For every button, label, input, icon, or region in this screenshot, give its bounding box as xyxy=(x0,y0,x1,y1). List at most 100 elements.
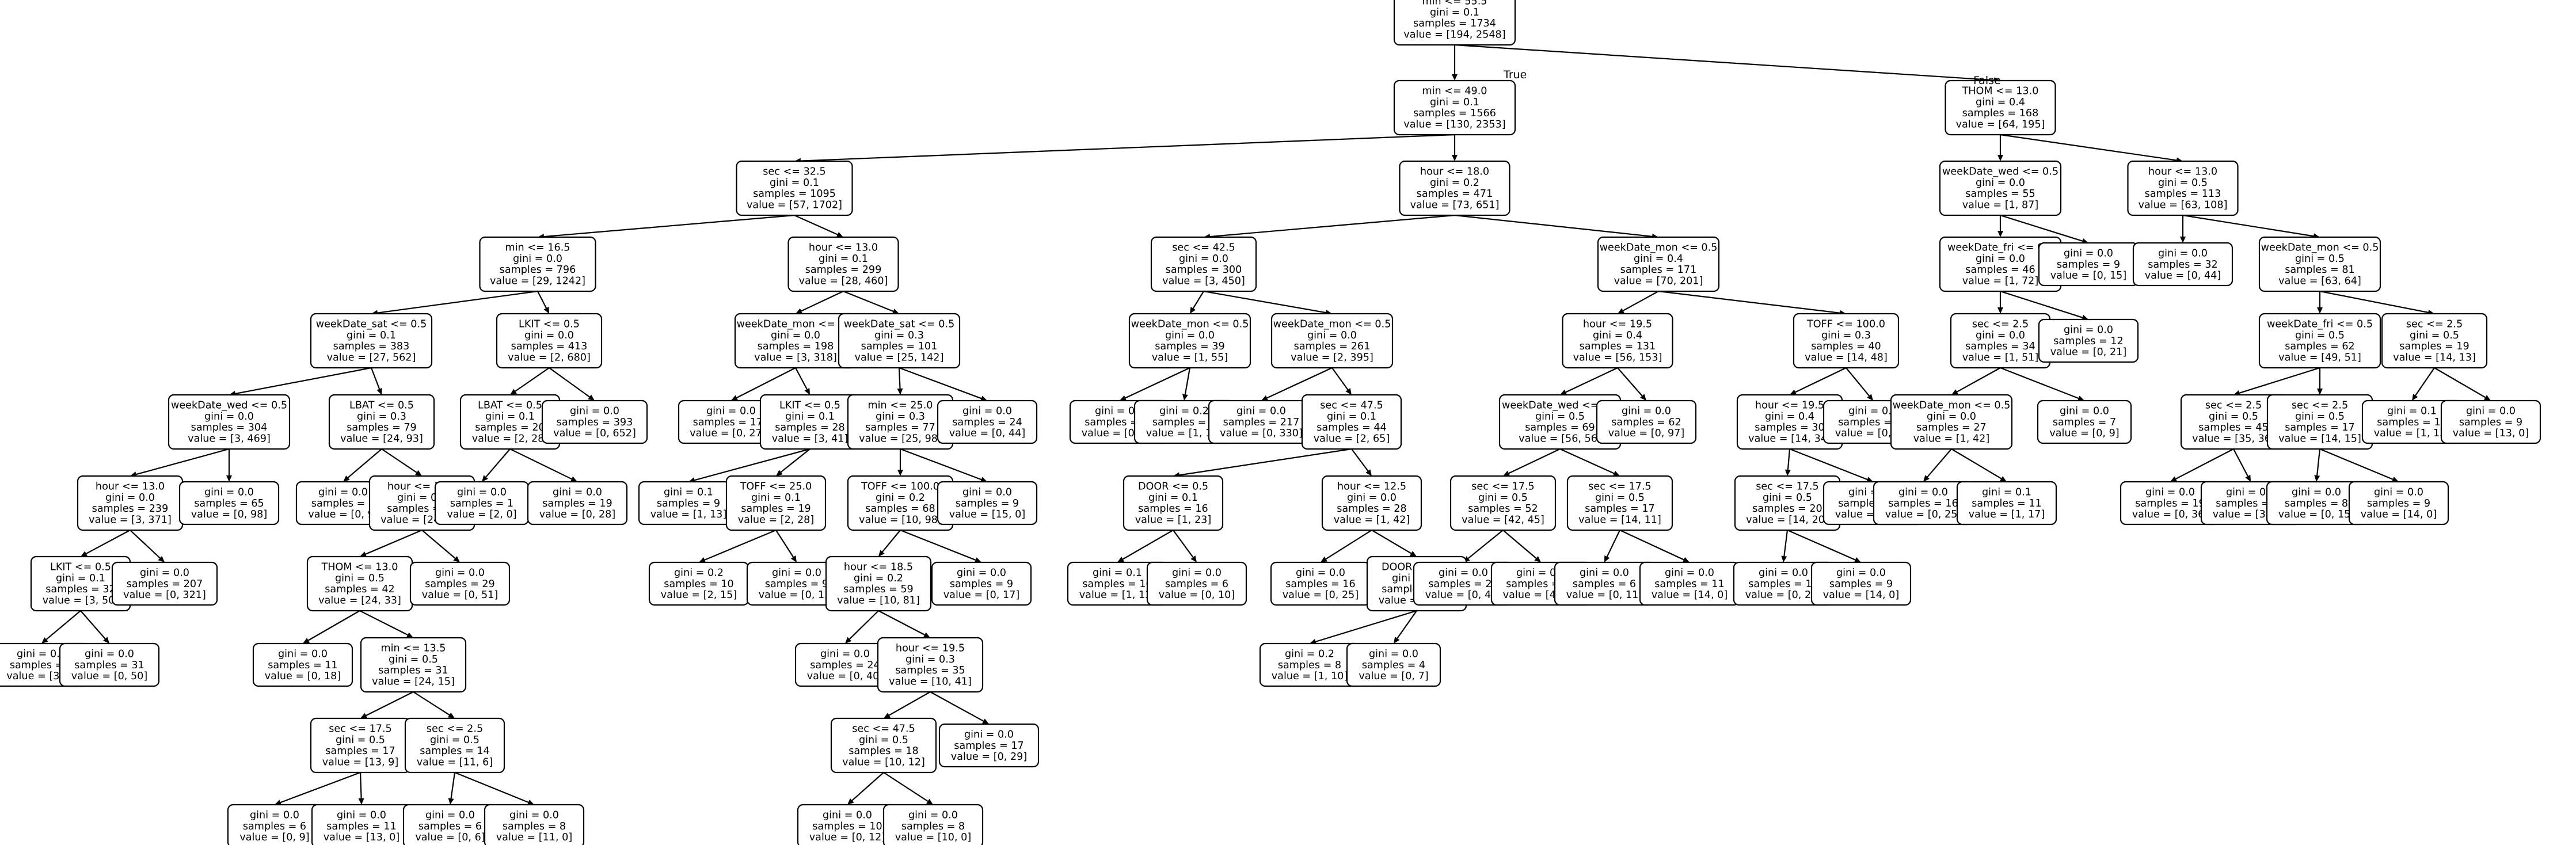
node-text-line: value = [63, 108] xyxy=(2139,200,2228,211)
node-text-line: value = [73, 651] xyxy=(1410,200,1500,211)
node-text-line: value = [0, 10] xyxy=(1159,589,1235,601)
arrowhead-icon xyxy=(226,475,232,482)
edge-line xyxy=(898,367,901,389)
tree-edge xyxy=(1997,215,2003,237)
edge-line xyxy=(2000,290,2083,318)
tree-edge xyxy=(1787,529,1861,563)
tree-edge xyxy=(1604,530,1620,562)
tree-edge xyxy=(1331,367,1352,395)
node-text-line: samples = 1095 xyxy=(753,188,836,200)
arrowhead-icon xyxy=(1503,470,1510,476)
arrowhead-icon xyxy=(510,389,517,395)
node-text-line: gini = 0.0 xyxy=(509,809,559,821)
edge-line xyxy=(86,530,131,554)
edge-line xyxy=(2000,367,2079,399)
node-text-line: value = [0, 25] xyxy=(1885,509,1961,520)
node-text-line: value = [1, 72] xyxy=(1962,276,2038,287)
arrowhead-icon xyxy=(1997,307,2003,314)
node-text-line: gini = 0.0 xyxy=(85,648,134,660)
node-text-line: samples = 14 xyxy=(420,745,489,757)
node-text-line: samples = 24 xyxy=(952,417,1022,428)
node-text-line: samples = 207 xyxy=(127,578,203,590)
node-text-line: value = [3, 50] xyxy=(43,595,119,607)
tree-edge xyxy=(878,530,901,557)
edge-line xyxy=(1173,530,1194,558)
edge-line xyxy=(1454,214,1653,237)
arrowhead-icon xyxy=(926,798,933,805)
node-text-line: weekDate_fri <= 0.5 xyxy=(1947,242,2053,253)
node-text-line: gini = 0.1 xyxy=(1982,486,2031,498)
edge-line xyxy=(1789,448,1868,480)
edge-line xyxy=(1619,530,1684,561)
arrowhead-icon xyxy=(1190,555,1197,562)
arrowhead-icon xyxy=(1452,74,1458,81)
node-text-line: samples = 300 xyxy=(1166,264,1242,276)
node-text-line: sec <= 2.5 xyxy=(2406,318,2463,330)
edge-line xyxy=(130,530,161,559)
node-text-line: samples = 17 xyxy=(325,745,395,757)
node-text-line: sec <= 47.5 xyxy=(852,723,915,734)
arrowhead-icon xyxy=(415,470,422,476)
node-text-line: value = [1, 10] xyxy=(1272,671,1348,682)
arrowhead-icon xyxy=(527,800,534,805)
arrowhead-icon xyxy=(406,632,413,638)
node-text-line: value = [28, 460] xyxy=(799,276,888,287)
node-text-line: weekDate_mon <= 0.5 xyxy=(2261,242,2379,253)
node-text-line: samples = 68 xyxy=(865,503,935,515)
node-text-line: gini = 0.0 xyxy=(1580,567,1629,578)
arrowhead-icon xyxy=(847,798,854,805)
tree-edge-labels: True False xyxy=(1503,68,2001,87)
node-text-line: hour <= 13.0 xyxy=(2148,166,2217,177)
node-text-line: samples = 24 xyxy=(810,660,880,671)
node-box xyxy=(1939,160,2062,216)
node-text-line: value = [29, 1242] xyxy=(490,276,585,287)
node-text-line: samples = 9 xyxy=(657,498,720,509)
tree-edge xyxy=(1784,448,1791,476)
node-text-line: LKIT <= 0.5 xyxy=(50,561,111,573)
arrowhead-icon xyxy=(2245,474,2251,482)
edge-line xyxy=(1315,610,1417,642)
node-text-line: gini = 0.0 xyxy=(964,729,1014,740)
node-text-line: gini = 0.2 xyxy=(674,567,724,578)
node-box xyxy=(1301,394,1402,450)
node-text-line: value = [0, 40] xyxy=(807,671,883,682)
node-text-line: value = [1, 87] xyxy=(1962,200,2038,211)
arrowhead-icon xyxy=(1639,394,1646,401)
node-text-line: gini = 0.1 xyxy=(1148,492,1198,504)
edge-line xyxy=(80,610,106,640)
tree-edge xyxy=(343,448,382,482)
edge-line xyxy=(1623,291,1659,311)
tree-edge xyxy=(2000,134,2183,163)
node-text-line: samples = 11 xyxy=(268,660,337,671)
arrowhead-icon xyxy=(448,798,454,805)
node-box xyxy=(111,561,218,606)
edge-line xyxy=(515,367,550,392)
node-text-line: value = [0, 321] xyxy=(123,589,206,601)
node-text-line: weekDate_sat <= 0.5 xyxy=(844,318,955,330)
node-text-line: samples = 55 xyxy=(1965,188,2035,200)
node-text-line: sec <= 17.5 xyxy=(1471,481,1535,492)
edge-line xyxy=(795,367,808,390)
tree-edge xyxy=(1658,290,1846,316)
node-text-line: value = [0, 9] xyxy=(2049,428,2119,439)
